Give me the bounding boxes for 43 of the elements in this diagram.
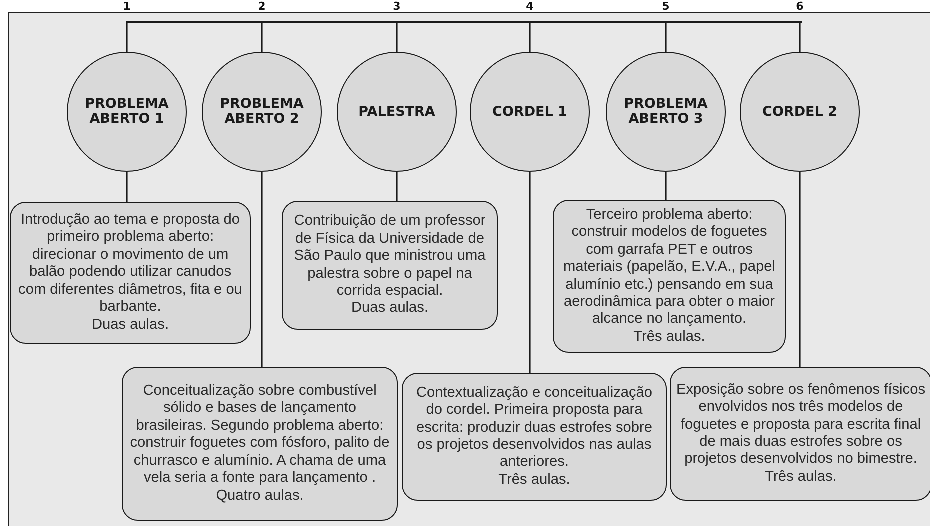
- connector-line: [261, 21, 263, 52]
- description-text: Terceiro problema aberto: construir modelos de foguetes com garrafa PET e outros materiais (papelão, E.V.A., papel alumínio etc.) pensando em sua aerodinâmica para obter o maior alcance no lançamento.: [562, 206, 776, 329]
- connector-line: [126, 172, 128, 202]
- description-box: [10, 202, 251, 344]
- description-box: [122, 367, 398, 521]
- connector-line: [126, 21, 128, 52]
- timeline-bar: [126, 21, 802, 23]
- connector-line: [396, 21, 398, 52]
- description-box: [553, 200, 786, 353]
- step-title: PROBLEMA ABERTO 1: [84, 97, 170, 127]
- connector-line: [799, 21, 801, 52]
- duration-text: Duas aulas.: [351, 300, 429, 318]
- connector-line: [261, 172, 263, 367]
- connector-line: [799, 172, 801, 367]
- step-title: PROBLEMA ABERTO 2: [219, 97, 305, 127]
- connector-line: [665, 21, 667, 52]
- description-text: Introdução ao tema e proposta do primeiro problema aberto: direcionar o movimento de um balão podendo utilizar canudos com diferentes diâmetros, fita e ou barbante.: [18, 212, 244, 317]
- duration-text: Quatro aulas.: [216, 488, 304, 505]
- duration-text: Três aulas.: [498, 472, 570, 490]
- description-text: Contextualização e conceitualização do cordel. Primeira proposta para escrita: produzir duas estrofes sobre os projetos desenvolvidos nas aulas anteriores.: [415, 384, 654, 472]
- description-text: Contribuição de um professor de Física da Universidade de São Paulo que ministrou uma palestra sobre o papel na corrida espacial.: [293, 213, 487, 300]
- description-box: [670, 367, 930, 501]
- duration-text: Três aulas.: [765, 468, 837, 486]
- step-title: PALESTRA: [358, 104, 436, 120]
- step-number: 3: [393, 0, 401, 13]
- description-box: [282, 201, 498, 330]
- description-text: Conceitualização sobre combustível sólido e bases de lançamento brasileiras. Segundo problema aberto: construir foguetes com fósforo, palito de churrasco e alumínio. A chama de uma vela seria a fonte para lançamento .: [129, 383, 391, 488]
- step-number: 4: [526, 0, 534, 13]
- step-number: 6: [796, 0, 804, 13]
- step-number: 5: [662, 0, 670, 13]
- connector-line: [529, 21, 531, 52]
- connector-line: [665, 172, 667, 200]
- step-title: CORDEL 2: [762, 104, 838, 120]
- duration-text: Três aulas.: [634, 328, 706, 346]
- step-title: PROBLEMA ABERTO 3: [623, 97, 709, 127]
- description-box: [402, 373, 667, 501]
- connector-line: [396, 172, 398, 201]
- step-number: 1: [123, 0, 131, 13]
- duration-text: Duas aulas.: [92, 316, 170, 334]
- description-text: Exposição sobre os fenômenos físicos envolvidos nos três modelos de foguetes e proposta para escrita final de mais duas estrofes sobre os projetos desenvolvidos no bimestre.: [675, 382, 927, 469]
- step-title: CORDEL 1: [492, 104, 568, 120]
- step-number: 2: [258, 0, 266, 13]
- connector-line: [529, 172, 531, 373]
